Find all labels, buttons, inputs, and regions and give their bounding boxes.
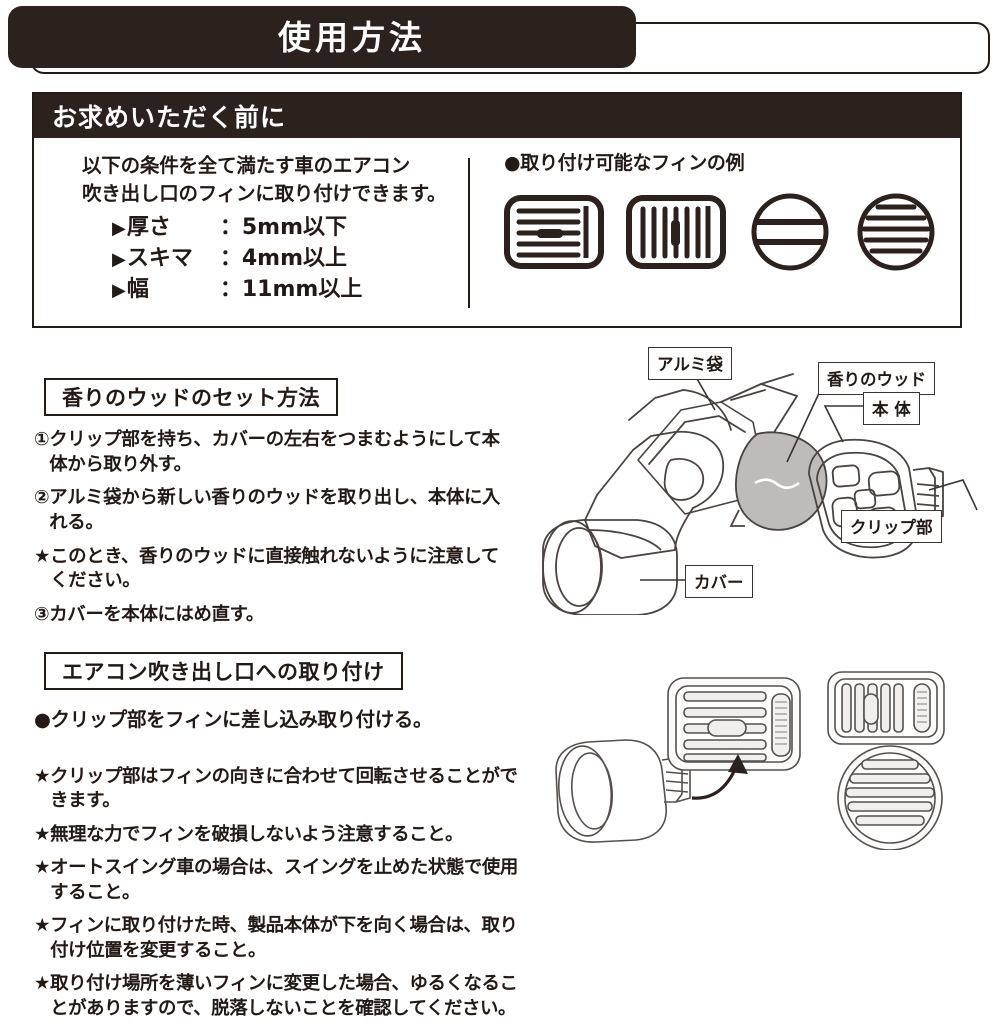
label-aluminum-pouch: アルミ袋 [648, 347, 732, 380]
fin-examples-row [504, 192, 938, 272]
step-text: クリップ部を持ち、カバーの左右をつまむようにして本体から取り外す。 [49, 429, 500, 475]
note-text: 取り付け場所を薄いフィンに変更した場合、ゆるくなることがありますので、脱落しない… [50, 973, 518, 1019]
section-set-wood-steps: ① クリップ部を持ち、カバーの左右をつまむようにして本体から取り外す。 ② アル… [34, 428, 514, 637]
header-title-bar: 使用方法 [8, 6, 636, 68]
step-marker: ② [34, 487, 50, 509]
fin-examples-heading: ●取り付け可能なフィンの例 [504, 152, 745, 174]
install-diagram [540, 650, 990, 850]
requirements-condition-list: ▶ 厚さ ： 5mm以下 ▶ スキマ ： 4mm以上 ▶ 幅 ： 11mm以上 [112, 212, 362, 306]
rect-horizontal-slats-vent-icon [504, 195, 604, 269]
note-item: ★ 無理な力でフィンを破損しないよう注意すること。 [34, 823, 519, 847]
section-requirements: お求めいただく前に 以下の条件を全て満たす車のエアコン 吹き出し口のフィンに取り… [32, 92, 962, 328]
circle-two-bar-vent-icon [751, 193, 829, 271]
condition-term: 幅 [126, 277, 149, 303]
condition-separator: ： [219, 246, 242, 272]
condition-row: ▶ スキマ ： 4mm以上 [112, 243, 362, 274]
note-text: フィンに取り付けた時、製品本体が下を向く場合は、取り付け位置を変更すること。 [50, 915, 518, 961]
step-item: ② アルミ袋から新しい香りのウッドを取り出し、本体に入れる。 [34, 486, 514, 535]
condition-separator: ： [219, 277, 242, 303]
star-bullet-icon: ★ [34, 915, 51, 937]
fragrance-wood-shape [729, 431, 828, 531]
note-item: ★ フィンに取り付けた時、製品本体が下を向く場合は、取り付け位置を変更すること。 [34, 914, 519, 963]
note-item: ★ クリップ部はフィンの向きに合わせて回転させることができます。 [34, 765, 519, 814]
set-wood-diagram: アルミ袋 香りのウッド 本 体 クリップ部 カバー [525, 347, 995, 615]
label-cover: カバー [685, 565, 753, 598]
condition-value: 5mm以下 [241, 215, 348, 240]
condition-term: スキマ [126, 246, 193, 272]
requirements-intro-line-1: 以下の条件を全て満たす車のエアコン [82, 154, 411, 177]
section-requirements-heading: お求めいただく前に [34, 94, 960, 138]
note-text: クリップ部はフィンの向きに合わせて回転させることができます。 [50, 766, 518, 812]
circle-horizontal-slats-vent-icon [857, 193, 935, 271]
star-bullet-icon: ★ [34, 766, 51, 787]
step-text: カバーを本体にはめ直す。 [49, 603, 264, 625]
section-install-lead: ●クリップ部をフィンに差し込み取り付ける。 [34, 708, 433, 731]
section-install-notes: ★ クリップ部はフィンの向きに合わせて回転させることができます。 ★ 無理な力で… [34, 765, 519, 1030]
step-marker: ① [34, 429, 50, 450]
rect-vertical-slats-vent-icon [626, 195, 726, 269]
fin-examples-panel: ●取り付け可能なフィンの例 [468, 138, 964, 328]
condition-value: 11mm以上 [241, 277, 363, 303]
note-text: 無理な力でフィンを破損しないよう注意すること。 [50, 823, 464, 845]
step-item: ① クリップ部を持ち、カバーの左右をつまむようにして本体から取り外す。 [34, 428, 514, 477]
note-text: オートスイング車の場合は、スイングを止めた状態で使用すること。 [50, 857, 518, 903]
vertical-divider [468, 158, 470, 308]
note-item: ★ オートスイング車の場合は、スイングを止めた状態で使用すること。 [34, 856, 519, 905]
section-set-wood-heading: 香りのウッドのセット方法 [44, 378, 338, 416]
label-fragrance-wood: 香りのウッド [818, 362, 935, 395]
requirements-intro: 以下の条件を全て満たす車のエアコン 吹き出し口のフィンに取り付けできます。 [82, 152, 452, 209]
triangle-bullet-icon: ▶ [112, 249, 126, 271]
step-marker: ③ [34, 603, 50, 625]
star-bullet-icon: ★ [34, 973, 51, 995]
step-marker: ★ [34, 545, 51, 567]
star-bullet-icon: ★ [34, 857, 51, 879]
triangle-bullet-icon: ▶ [112, 280, 126, 302]
section-install-heading: エアコン吹き出し口への取り付け [44, 652, 403, 690]
star-bullet-icon: ★ [34, 823, 51, 845]
section-requirements-body: 以下の条件を全て満たす車のエアコン 吹き出し口のフィンに取り付けできます。 ▶ … [34, 138, 960, 328]
step-item: ③ カバーを本体にはめ直す。 [34, 603, 514, 628]
step-text: このとき、香りのウッドに直接触れないように注意してください。 [50, 545, 499, 592]
note-item: ★ 取り付け場所を薄いフィンに変更した場合、ゆるくなることがありますので、脱落し… [34, 972, 519, 1021]
step-item: ★ このとき、香りのウッドに直接触れないように注意してください。 [34, 545, 514, 594]
step-text: アルミ袋から新しい香りのウッドを取り出し、本体に入れる。 [49, 487, 501, 533]
condition-term: 厚さ [126, 215, 171, 240]
triangle-bullet-icon: ▶ [112, 218, 126, 239]
label-clip-part: クリップ部 [841, 510, 942, 543]
insert-arrow-icon [728, 754, 748, 774]
condition-separator: ： [219, 215, 242, 240]
condition-row: ▶ 厚さ ： 5mm以下 [112, 212, 362, 243]
requirements-intro-line-2: 吹き出し口のフィンに取り付けできます。 [82, 182, 447, 206]
instruction-sheet: 使用方法 お求めいただく前に 以下の条件を全て満たす車のエアコン 吹き出し口のフ… [8, 6, 995, 1019]
condition-row: ▶ 幅 ： 11mm以上 [112, 274, 362, 305]
label-main-body: 本 体 [863, 392, 920, 425]
page-title: 使用方法 [278, 17, 426, 57]
condition-value: 4mm以上 [241, 246, 348, 272]
